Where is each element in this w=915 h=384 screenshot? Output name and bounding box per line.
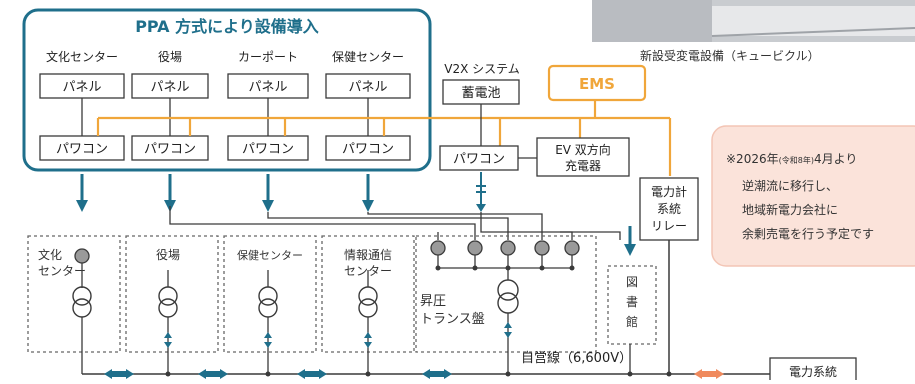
site-label-library-3: 館 xyxy=(626,314,638,329)
v2x-pcs-label: パワコン xyxy=(453,152,505,167)
ems-label: EMS xyxy=(579,75,615,93)
pcs-box-3 xyxy=(227,135,309,161)
pcs-output-arrows xyxy=(80,174,632,246)
photo-caption: 新設受変電設備（キュービクル） xyxy=(640,48,820,63)
note-line-2: 逆潮流に移行し、 xyxy=(742,178,838,193)
arrow-down-3 xyxy=(262,200,274,212)
breaker-2 xyxy=(467,240,483,256)
panel-label-1: パネル xyxy=(62,80,101,95)
site-box-bunka xyxy=(27,235,121,353)
v2x-pcs-box xyxy=(439,145,519,171)
transformer-bunka xyxy=(72,286,92,318)
panel-box-2 xyxy=(131,73,209,99)
bus-flow-arrows xyxy=(104,369,724,379)
site-box-yakuba xyxy=(125,235,219,353)
site-label-hoken: 保健センター xyxy=(237,248,303,262)
transformer-step-up xyxy=(497,279,519,314)
panel-label-3: パネル xyxy=(248,80,287,95)
site-label-library-2: 書 xyxy=(626,295,638,309)
facility-label-bunka: 文化センター xyxy=(46,49,118,64)
pcs-box-4 xyxy=(325,135,411,161)
pcs-label-1: パワコン xyxy=(56,142,108,157)
utility-grid-box xyxy=(769,357,857,383)
ev-charger-box xyxy=(536,137,630,177)
site-label-transformer-1: 昇圧 xyxy=(420,294,446,309)
breaker-4 xyxy=(534,240,550,256)
panel-label-2: パネル xyxy=(150,80,189,95)
note-line-1: ※2026年(令和8年)4月より xyxy=(726,152,857,166)
panel-label-4: パネル xyxy=(348,80,387,95)
v2x-bidirectional-arrow xyxy=(476,172,486,210)
site-box-library xyxy=(607,265,657,345)
site-flow-markers xyxy=(164,322,512,348)
breaker-3 xyxy=(500,240,516,256)
site-label-yakuba: 役場 xyxy=(156,247,180,262)
panel-box-4 xyxy=(325,73,411,99)
arrow-down-library xyxy=(624,244,636,256)
v2x-title: V2X システム xyxy=(444,62,520,76)
ev-charger-label-1: EV 双方向 xyxy=(555,142,611,157)
pcs-label-3: パワコン xyxy=(242,142,294,157)
battery-label: 蓄電池 xyxy=(461,86,500,101)
transformer-yakuba xyxy=(158,286,178,318)
cubicle-photo xyxy=(592,0,915,42)
site-box-hoken xyxy=(223,235,317,353)
pcs-label-2: パワコン xyxy=(144,142,196,157)
ev-charger-label-2: 充電器 xyxy=(565,158,601,173)
site-label-library-1: 図 xyxy=(626,275,638,289)
site-box-transformer xyxy=(415,235,597,353)
relay-label-1: 電力計 xyxy=(651,184,687,199)
relay-label-2: 系統 xyxy=(657,202,681,216)
breaker-1 xyxy=(430,240,446,256)
utility-grid-label: 電力系統 xyxy=(789,365,837,379)
private-line-label: 自営線（6,600V） xyxy=(521,350,632,366)
relay-label-3: リレー xyxy=(651,219,687,233)
ppa-title: PPA 方式により設備導入 xyxy=(135,17,319,36)
note-line-3: 地域新電力会社に xyxy=(742,202,838,217)
feeder-lines xyxy=(169,206,621,240)
note-line-4: 余剰売電を行う予定です xyxy=(742,226,874,241)
pcs-label-4: パワコン xyxy=(342,142,394,157)
breaker-bunka xyxy=(74,248,90,264)
site-label-transformer-2: トランス盤 xyxy=(420,312,485,327)
ems-box xyxy=(547,64,647,102)
facility-label-carport: カーポート xyxy=(238,50,298,64)
site-label-bunka-2: センター xyxy=(38,264,86,278)
transformer-joho xyxy=(358,286,378,318)
ems-signal-lines xyxy=(96,100,672,176)
site-label-bunka-1: 文化 xyxy=(38,247,62,262)
relay-box xyxy=(639,177,699,241)
breaker-5 xyxy=(564,240,580,256)
arrow-down-1 xyxy=(76,200,88,212)
facility-label-yakuba: 役場 xyxy=(158,49,182,64)
site-label-joho-1: 情報通信 xyxy=(344,248,392,262)
pcs-box-2 xyxy=(131,135,209,161)
ppa-frame xyxy=(22,8,432,172)
transformer-hoken xyxy=(258,286,278,318)
facility-label-hoken: 保健センター xyxy=(332,50,404,64)
note-box: ※2026年(令和8年)4月より 逆潮流に移行し、 地域新電力会社に 余剰売電を… xyxy=(711,125,915,267)
arrow-down-4 xyxy=(362,200,374,212)
